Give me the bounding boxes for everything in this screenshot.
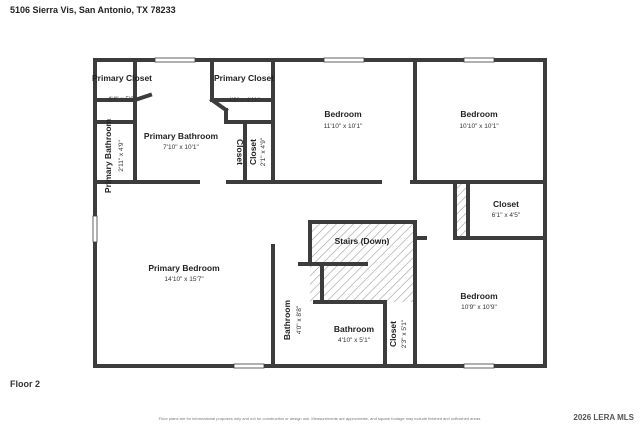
disclaimer: Floor plans are for informational purpos… [158,416,482,421]
room-dims: 2'1" x 4'9" [260,137,267,166]
room-dims: 4'10" x 5'1" [338,337,371,344]
room-name: Primary Bathroom [103,118,113,193]
room-name: Closet [493,199,519,209]
window [154,57,196,63]
room-name: Closet [248,139,258,165]
room-name: Primary Bathroom [144,131,219,141]
room-dims: 6'1" x 4'5" [492,212,521,219]
room-name: Bedroom [460,291,498,301]
room-dims: 11'10" x 10'1" [324,123,363,130]
room-dims: 2'11" x 4'9" [118,140,125,172]
room-dims: 10'9" x 10'9" [461,304,497,311]
copyright: 2026 LERA MLS [573,413,634,422]
room-name: Closet [235,139,245,165]
room-dims: 4'0" x 8'8" [296,305,303,334]
address-title: 5106 Sierra Vis, San Antonio, TX 78233 [10,5,176,15]
exterior-wall [93,58,547,368]
room-dims: 4'9" x 4'11" [228,97,260,104]
room-name: Bathroom [282,299,292,340]
closet-hatch [456,184,468,236]
room-dims: 4'4" x 5'0" [108,96,137,103]
room-name: Primary Closet [92,73,152,83]
room-name: Closet [388,321,398,347]
window [463,57,495,63]
room-name: Primary Bedroom [148,263,220,273]
room-name: Bathroom [334,324,375,334]
room-dims: 14'10" x 15'7" [164,276,204,283]
window [323,57,365,63]
room-dims: 2'3" x 5'1" [401,319,408,348]
room-dims: 10'10" x 10'1" [459,123,499,130]
window [233,363,265,369]
room-name: Stairs (Down) [335,236,390,246]
window [92,215,98,243]
floor-label: Floor 2 [10,379,41,389]
room-dims: 7'10" x 10'1" [163,144,199,151]
room-name: Primary Closet [214,73,274,83]
window [463,363,495,369]
room-name: Bedroom [460,109,498,119]
room-name: Bedroom [324,109,362,119]
